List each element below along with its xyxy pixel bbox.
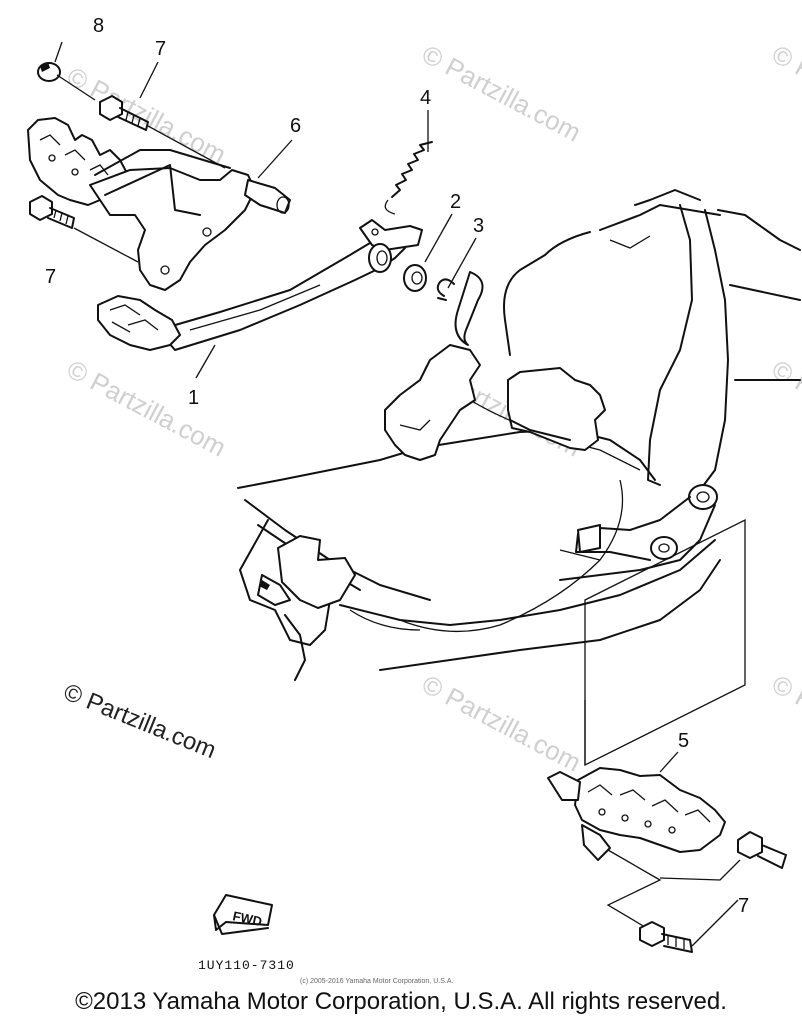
watermark-text: © Partzilla.com xyxy=(417,39,586,148)
watermark-text: © Partzilla.com xyxy=(417,669,586,778)
callout-4: 4 xyxy=(420,87,431,109)
callout-7-left: 7 xyxy=(45,266,56,288)
callout-6: 6 xyxy=(290,115,301,137)
callout-leaders xyxy=(54,41,679,773)
right-footrest xyxy=(547,767,787,953)
callout-8: 8 xyxy=(93,15,104,37)
fwd-label: FWD xyxy=(231,908,263,929)
callout-1: 1 xyxy=(188,387,199,409)
fwd-arrow: FWD xyxy=(213,894,273,935)
frame-drawing xyxy=(237,189,801,931)
small-copyright: (c) 2005-2016 Yamaha Motor Corporation, … xyxy=(300,978,453,985)
watermark-text: © Partzilla.com xyxy=(767,354,802,463)
callout-3: 3 xyxy=(473,215,484,237)
washer-and-clip xyxy=(403,264,455,301)
watermark-prominent: © Partzilla.com xyxy=(60,679,220,765)
callout-7-upper: 7 xyxy=(155,38,166,60)
watermark-text: © Partzilla.com xyxy=(62,354,231,463)
brake-pedal xyxy=(97,219,423,351)
callout-7-lower: 7 xyxy=(738,895,749,917)
callout-labels: 8 7 6 4 2 3 7 1 5 7 xyxy=(45,15,749,917)
callout-2: 2 xyxy=(450,191,461,213)
return-spring xyxy=(384,141,433,215)
callout-5: 5 xyxy=(678,730,689,752)
copyright-footer: ©2013 Yamaha Motor Corporation, U.S.A. A… xyxy=(75,988,727,1015)
watermark-text: © Partzilla.com xyxy=(767,39,802,148)
watermark-text: © Partzilla.com xyxy=(767,669,802,778)
left-footrest-bracket xyxy=(27,62,291,291)
drawing-code: 1UY110-7310 xyxy=(198,958,295,973)
